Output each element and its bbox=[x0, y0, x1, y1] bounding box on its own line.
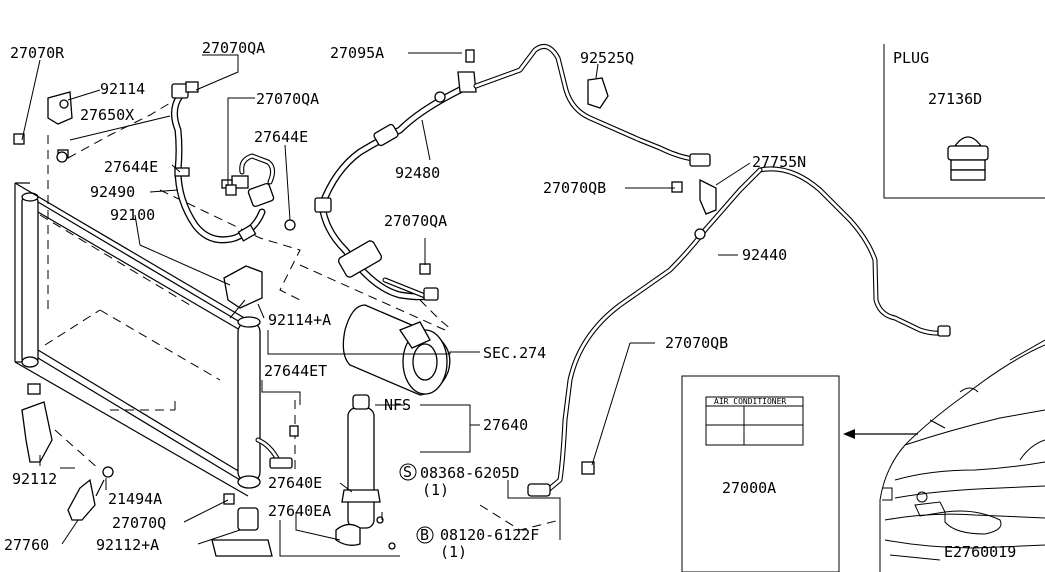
label-nfs: NFS bbox=[384, 396, 411, 414]
label-27070QB-b: 27070QB bbox=[665, 334, 728, 352]
hose-92480 bbox=[314, 49, 477, 301]
label-b-bolt: 08120-6122F bbox=[440, 526, 539, 544]
label-27755N: 27755N bbox=[752, 153, 806, 171]
label-27644ET: 27644ET bbox=[264, 362, 327, 380]
label-27650X: 27650X bbox=[80, 106, 134, 124]
condenser-assembly bbox=[14, 91, 301, 557]
label-27070QB-a: 27070QB bbox=[543, 179, 606, 197]
label-27640E: 27640E bbox=[268, 474, 322, 492]
label-27644E-b: 27644E bbox=[254, 128, 308, 146]
label-27070QA-low: 27070QA bbox=[384, 212, 447, 230]
ac-sticker: AIR CONDITIONER bbox=[705, 396, 804, 446]
part-labels: 27070R 92114 27650X 27644E 92490 92100 2… bbox=[4, 39, 806, 561]
label-location-arrow bbox=[843, 429, 918, 439]
label-92100: 92100 bbox=[110, 206, 155, 224]
hose-92490 bbox=[171, 81, 266, 244]
vehicle-front-icon bbox=[879, 339, 1045, 572]
b-bolt-callout: B 08120-6122F (1) bbox=[416, 526, 539, 561]
label-21494A: 21494A bbox=[108, 490, 162, 508]
pipe-block-fitting bbox=[221, 153, 276, 208]
plug-inset-title: PLUG bbox=[893, 49, 929, 67]
label-sec274: SEC.274 bbox=[483, 344, 546, 362]
label-27095A: 27095A bbox=[330, 44, 384, 62]
plug-icon bbox=[947, 136, 989, 181]
label-s-bolt: 08368-6205D bbox=[420, 464, 519, 482]
label-s-qty: (1) bbox=[422, 481, 449, 499]
label-inset: AIR CONDITIONER 27000A bbox=[681, 375, 840, 572]
pipe-top-92525Q bbox=[473, 43, 717, 215]
label-92112A: 92112+A bbox=[96, 536, 159, 554]
label-92114: 92114 bbox=[100, 80, 145, 98]
label-92440: 92440 bbox=[742, 246, 787, 264]
sticker-text: AIR CONDITIONER bbox=[714, 397, 786, 406]
label-27070R: 27070R bbox=[10, 44, 65, 62]
b-symbol: B bbox=[420, 526, 429, 544]
bolts bbox=[225, 181, 683, 475]
leader-lines bbox=[21, 52, 751, 557]
pipe-92440 bbox=[527, 166, 951, 497]
label-b-qty: (1) bbox=[440, 543, 467, 561]
label-92525Q: 92525Q bbox=[580, 49, 634, 67]
s-symbol: S bbox=[403, 463, 412, 481]
plug-part-number: 27136D bbox=[928, 90, 982, 108]
label-27640: 27640 bbox=[483, 416, 528, 434]
label-27070Q: 27070Q bbox=[112, 514, 166, 532]
diagram-id: E2760019 bbox=[944, 543, 1016, 561]
label-part-number: 27000A bbox=[722, 479, 776, 497]
label-92480: 92480 bbox=[395, 164, 440, 182]
label-27760: 27760 bbox=[4, 536, 49, 554]
s-bolt-callout: S 08368-6205D (1) bbox=[399, 463, 519, 499]
compressor-sec274 bbox=[299, 264, 451, 396]
label-27640EA: 27640EA bbox=[268, 502, 331, 520]
label-27070QA-mid: 27070QA bbox=[256, 90, 319, 108]
pressure-switch-27644ET bbox=[255, 400, 299, 470]
label-92112: 92112 bbox=[12, 470, 57, 488]
receiver-drier-27640 bbox=[335, 394, 396, 550]
label-92490: 92490 bbox=[90, 183, 135, 201]
label-92114A: 92114+A bbox=[268, 311, 331, 329]
plug-inset: PLUG 27136D bbox=[883, 44, 1045, 199]
label-27644E-a: 27644E bbox=[104, 158, 158, 176]
label-27070QA-top: 27070QA bbox=[202, 39, 265, 57]
